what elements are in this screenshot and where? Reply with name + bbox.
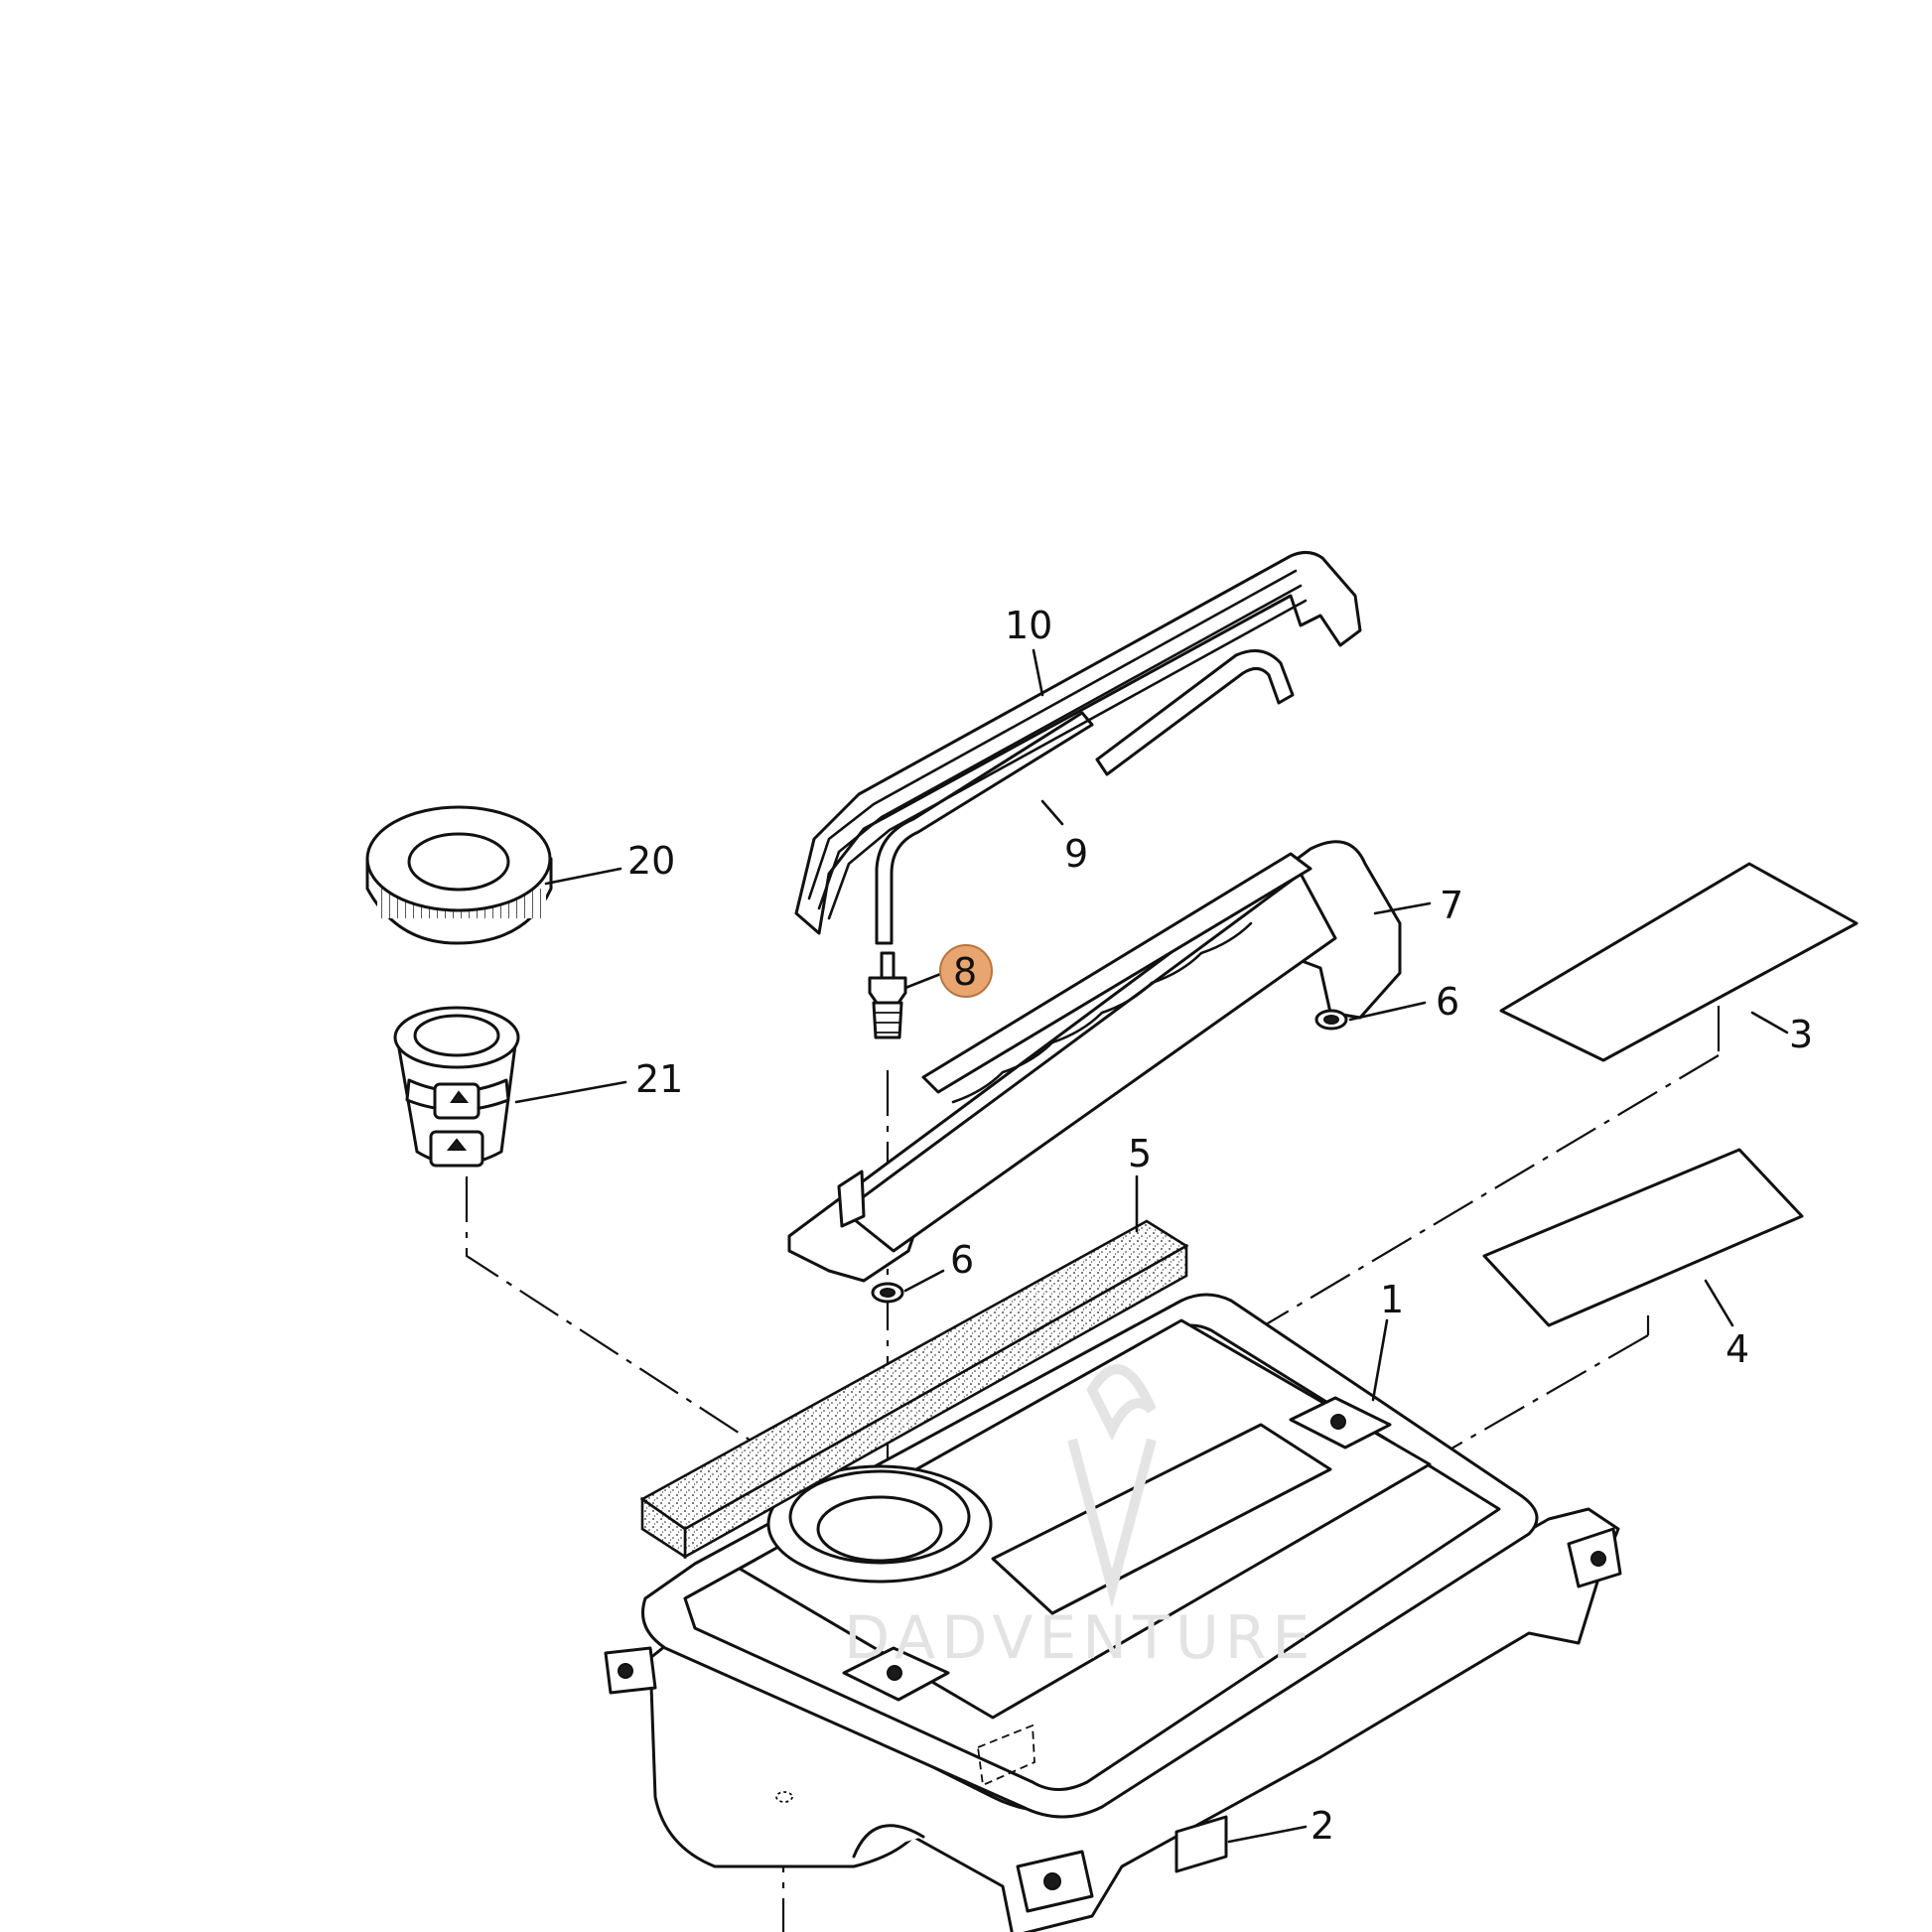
part-7-handle [787, 840, 1402, 1283]
leader-lines [514, 648, 1789, 1844]
part-2-label [1174, 1815, 1228, 1873]
part-20-fuel-cap [365, 805, 553, 945]
callout-1: 1 [1380, 1278, 1404, 1321]
callout-6-upper: 6 [1436, 980, 1459, 1024]
part-4-decal [1482, 1148, 1804, 1327]
callout-10: 10 [1005, 604, 1052, 647]
part-10-cover [794, 551, 1362, 935]
callout-2: 2 [1311, 1804, 1334, 1848]
callout-21: 21 [635, 1057, 683, 1101]
part-6-washer-right [1314, 1009, 1348, 1031]
callout-9: 9 [1064, 832, 1088, 876]
callout-7: 7 [1440, 884, 1463, 927]
callout-3: 3 [1789, 1013, 1813, 1056]
part-5-foam-strip [639, 1219, 1189, 1560]
part-21-strainer [393, 1006, 520, 1168]
watermark-text: DADVENTURE [844, 1603, 1315, 1673]
part-6-washer-left [871, 1282, 904, 1304]
watermark: DADVENTURE [844, 1364, 1315, 1673]
fuel-tank [604, 1293, 1622, 1932]
callout-8-highlight [939, 944, 993, 998]
callout-8: 8 [953, 950, 977, 994]
callout-5: 5 [1128, 1132, 1152, 1175]
callout-20: 20 [627, 839, 675, 883]
part-8-fitting [868, 951, 907, 1039]
callout-4: 4 [1725, 1327, 1749, 1371]
part-9-rail [875, 649, 1295, 945]
part-3-decal [1499, 862, 1859, 1062]
callout-6-lower: 6 [950, 1238, 974, 1282]
